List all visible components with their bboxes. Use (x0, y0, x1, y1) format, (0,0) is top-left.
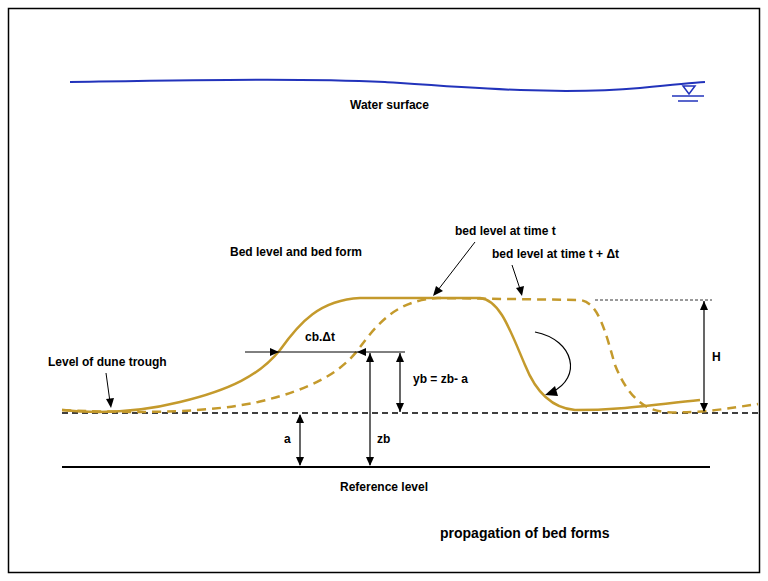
celerity-line (245, 352, 405, 353)
height-label: H (712, 350, 721, 364)
trough-label: Level of dune trough (48, 355, 167, 369)
leader-line (512, 265, 520, 289)
crest-level-line (595, 300, 712, 301)
arrow-head (700, 403, 708, 412)
arrow-head (516, 286, 524, 296)
arrow-head (396, 403, 404, 412)
arrow-head (545, 386, 558, 396)
reference-label: Reference level (340, 480, 428, 494)
dimension-zb (369, 353, 370, 465)
bed-time-t-dt-label: bed level at time t + Δt (492, 247, 619, 261)
dimension-h (703, 301, 704, 411)
arrow-head (357, 348, 366, 356)
yb-label: yb = zb- a (413, 372, 468, 386)
bed-profile-t (62, 298, 700, 412)
water-level-symbol (678, 100, 698, 102)
water-level-symbol (683, 86, 695, 94)
zb-label: zb (377, 432, 390, 446)
bed-form-label: Bed level and bed form (230, 245, 362, 259)
arrow-head (396, 353, 404, 362)
arrow-head (106, 398, 114, 408)
bed-time-t-label: bed level at time t (455, 224, 556, 238)
celerity-label: cb.Δt (305, 330, 335, 344)
leader-line (438, 242, 475, 290)
water-level-symbol (672, 95, 704, 97)
reference-level-line (62, 466, 710, 468)
leader-line (106, 373, 110, 402)
caption: propagation of bed forms (440, 525, 610, 541)
arrow-head (270, 348, 279, 356)
water-surface-line (70, 80, 705, 91)
arrow-head (296, 457, 304, 466)
arrow-head (700, 301, 708, 310)
a-label: a (284, 432, 291, 446)
frame (9, 9, 760, 573)
arrow-head (296, 414, 304, 423)
arrow-head (366, 353, 374, 362)
water-surface-label: Water surface (350, 98, 429, 112)
arrow-head (366, 457, 374, 466)
recirculation-arrow (535, 332, 571, 392)
arrow-head (433, 286, 443, 296)
trough-level-line (62, 412, 758, 414)
